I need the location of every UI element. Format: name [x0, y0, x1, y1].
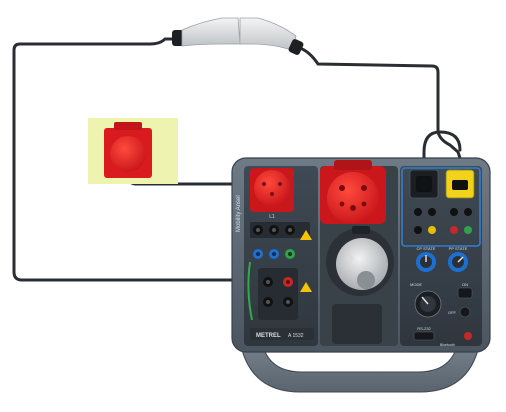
cable-jumper-top	[422, 130, 462, 178]
label-pp-state: PP STATE	[449, 246, 468, 251]
ready-led-icon	[464, 332, 472, 340]
terminals-lower-block	[258, 268, 298, 320]
socket-top-tab	[114, 122, 142, 130]
plug-cable-end-left	[172, 30, 184, 46]
plug-body-right	[239, 17, 297, 51]
r-term-5[interactable]	[414, 226, 422, 234]
warning-triangle-icon	[300, 230, 312, 240]
label-on: ON	[462, 282, 468, 287]
label-mode: MODE	[410, 282, 422, 287]
ev-type2-inlet[interactable]	[326, 226, 394, 296]
r-term-7[interactable]	[450, 226, 458, 234]
warning-triangle-icon-2	[300, 282, 312, 292]
r-term-2[interactable]	[428, 208, 436, 216]
pin-hole-a	[262, 182, 266, 186]
label-rs232: RS-232	[417, 326, 431, 331]
three-phase-socket-large[interactable]	[320, 160, 386, 224]
r-term-8[interactable]	[464, 226, 472, 234]
brand-strip	[250, 328, 314, 340]
plug-cable-end-right	[288, 39, 304, 55]
label-l1: L1	[269, 214, 275, 220]
knob-cp-state[interactable]	[416, 252, 436, 272]
r-term-1[interactable]	[414, 208, 422, 216]
device-side-label: Mobility Ansel	[236, 195, 242, 232]
button-on[interactable]	[457, 287, 473, 299]
button-off[interactable]	[459, 306, 471, 318]
cable-right-loop	[298, 46, 464, 178]
green-strap	[247, 261, 253, 321]
socket-yellow-top[interactable]	[445, 169, 475, 199]
right-terminal-grid	[414, 208, 472, 234]
pin-hole-b	[278, 182, 282, 186]
socket-black-top[interactable]	[409, 169, 439, 199]
terminals-row-top	[250, 222, 310, 238]
label-off: OFF	[448, 310, 457, 315]
plug-body-left	[181, 17, 241, 47]
r-term-3[interactable]	[450, 208, 458, 216]
label-cp-state: CP STATE	[417, 246, 436, 251]
r-term-6[interactable]	[428, 226, 436, 234]
knob-mode[interactable]	[414, 290, 442, 318]
r-term-4[interactable]	[464, 208, 472, 216]
red-wall-socket[interactable]	[88, 118, 178, 184]
small-socket-face	[254, 170, 290, 206]
knob-pp-state[interactable]	[448, 252, 468, 272]
installation-tester: Mobility Ansel L1	[231, 157, 491, 393]
brand-logo: METREL	[256, 333, 281, 339]
cable-left-loop	[12, 37, 320, 282]
rs232-port[interactable]	[413, 331, 435, 341]
pin-hole-c	[270, 192, 274, 196]
three-phase-socket-small[interactable]	[250, 168, 294, 212]
label-bluetooth: Bluetooth	[440, 343, 455, 347]
protective-cover	[332, 304, 382, 344]
model-name: A 1532	[288, 333, 304, 339]
terminals-row-color	[253, 249, 295, 259]
right-panel-blue-frame	[401, 167, 481, 247]
ev-charging-plug[interactable]	[172, 17, 304, 56]
socket-face	[110, 136, 146, 172]
